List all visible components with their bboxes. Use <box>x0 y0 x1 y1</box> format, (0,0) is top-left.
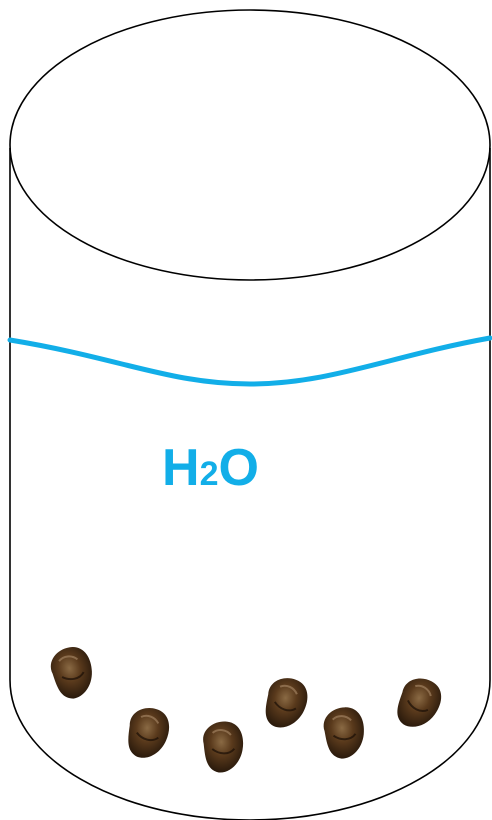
water-formula-label: H2O <box>162 439 259 497</box>
pebble <box>125 705 171 761</box>
cylinder-top-opening <box>10 10 490 280</box>
formula-element-h: H <box>162 439 200 497</box>
pebble <box>321 704 369 761</box>
water-surface-line <box>10 338 490 384</box>
pebble <box>262 674 311 732</box>
formula-element-o: O <box>218 439 258 497</box>
pebble <box>392 673 447 734</box>
pebble <box>46 642 99 702</box>
formula-subscript: 2 <box>200 455 219 493</box>
pebble <box>201 720 246 774</box>
